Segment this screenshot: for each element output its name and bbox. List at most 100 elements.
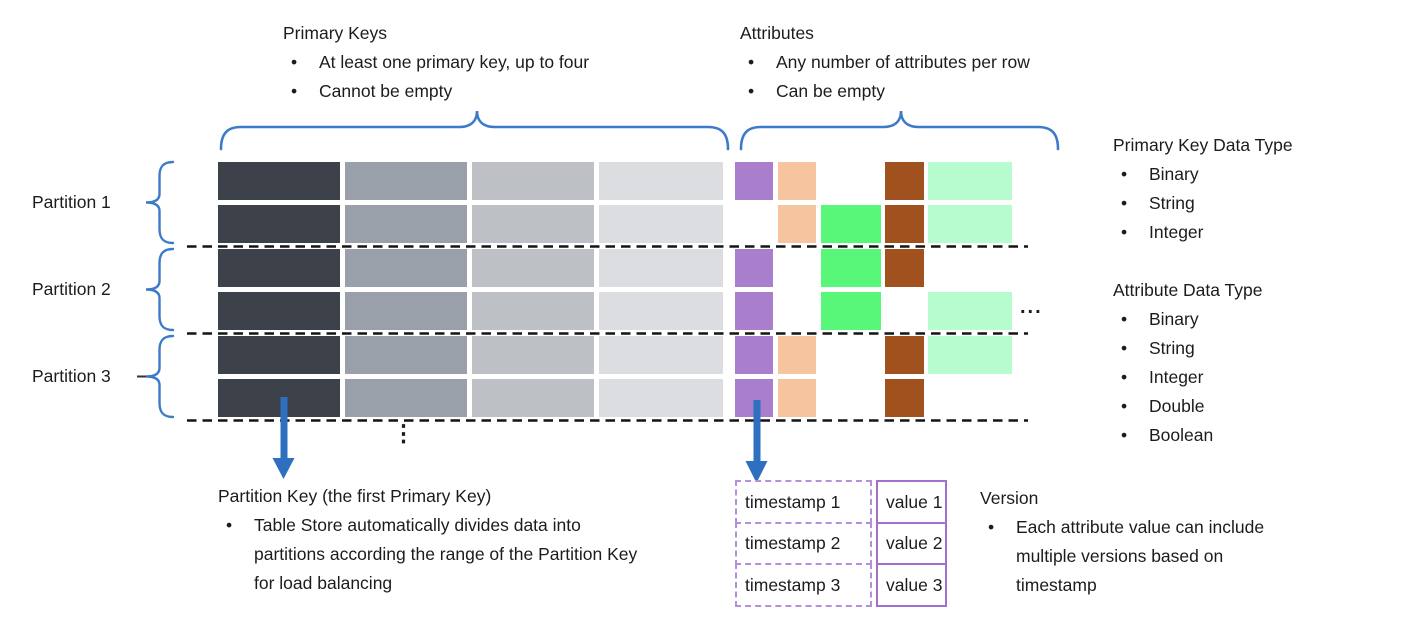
attribute-cell [885,379,924,417]
timestamp-cell: timestamp 1 [735,480,872,524]
bullet-icon: • [988,517,995,537]
partition-3-brace [145,334,175,419]
partition-3-label: Partition 3 [32,366,111,386]
primary-key-cell [472,379,594,417]
primary-key-cell [599,379,723,417]
primary-key-data-type-note: Primary Key Data Type • Binary • String … [1113,131,1293,247]
attribute-cell [928,336,1012,374]
attribute-cell [821,249,881,287]
primary-key-cell [345,249,467,287]
primary-key-cell [345,162,467,200]
timestamp-cell: timestamp 3 [735,563,872,607]
bullet-icon: • [1121,222,1128,242]
primary-key-cell [218,162,340,200]
primary-key-cell [218,292,340,330]
partition-1-brace [145,160,175,245]
value-cell: value 1 [876,480,947,524]
primary-keys-bullet-2: • Cannot be empty [283,77,589,106]
attribute-cell [735,162,773,200]
primary-keys-bullet-1: • At least one primary key, up to four [283,48,589,77]
version-table-row: timestamp 3 value 3 [735,563,947,607]
value-cell: value 3 [876,563,947,607]
primary-keys-brace [219,110,730,151]
bullet-icon: • [1121,338,1128,358]
primary-key-data-type-title: Primary Key Data Type [1113,135,1293,155]
primary-key-cell [472,292,594,330]
attributes-brace [739,110,1060,151]
bullet-icon: • [226,515,233,535]
version-table: timestamp 1 value 1 timestamp 2 value 2 … [735,480,947,607]
primary-keys-title: Primary Keys [283,23,388,43]
bullet-icon: • [291,81,298,101]
partition-2-label: Partition 2 [32,279,111,299]
more-columns-ellipsis: ... [1020,296,1043,318]
version-table-row: timestamp 2 value 2 [735,521,947,566]
attribute-cell [928,292,1012,330]
primary-key-cell [345,336,467,374]
bullet-icon: • [1121,164,1128,184]
partition-2-brace [145,247,175,332]
version-table-row: timestamp 1 value 1 [735,480,947,524]
attribute-cell [885,162,924,200]
primary-key-cell [218,336,340,374]
attr-type-integer: • Integer [1113,363,1263,392]
primary-key-cell [218,205,340,243]
primary-key-cell [345,379,467,417]
attr-type-binary: • Binary [1113,305,1263,334]
primary-key-cell [218,249,340,287]
primary-key-cell [472,162,594,200]
primary-key-cell [599,292,723,330]
value-cell: value 2 [876,521,947,566]
timestamp-cell: timestamp 2 [735,521,872,566]
partition-key-note: Partition Key (the first Primary Key) • … [218,482,654,598]
attribute-cell [778,162,816,200]
partition-1-label: Partition 1 [32,192,111,212]
bullet-icon: • [1121,367,1128,387]
attribute-cell [778,336,816,374]
attr-type-boolean: • Boolean [1113,421,1263,450]
attributes-bullet-2: • Can be empty [740,77,1030,106]
primary-key-cell [472,336,594,374]
primary-key-cell [599,249,723,287]
attr-type-double: • Double [1113,392,1263,421]
attribute-cell [928,162,1012,200]
primary-key-cell [218,379,340,417]
bullet-icon: • [1121,425,1128,445]
attr-type-string: • String [1113,334,1263,363]
bullet-icon: • [748,81,755,101]
version-note: Version • Each attribute value can inclu… [980,484,1296,600]
version-bullet: • Each attribute value can include multi… [980,513,1296,600]
attribute-data-type-title: Attribute Data Type [1113,280,1263,300]
attribute-cell [885,249,924,287]
primary-key-cell [599,205,723,243]
primary-key-cell [345,292,467,330]
attribute-cell [821,292,881,330]
primary-key-cell [599,336,723,374]
version-title: Version [980,488,1039,508]
primary-key-cell [472,205,594,243]
attributes-bullet-1: • Any number of attributes per row [740,48,1030,77]
primary-key-cell [472,249,594,287]
partition-key-bullet: • Table Store automatically divides data… [218,511,654,598]
attributes-note: Attributes • Any number of attributes pe… [740,19,1030,106]
attribute-cell [778,205,816,243]
attribute-data-type-note: Attribute Data Type • Binary • String • … [1113,276,1263,450]
pk-type-binary: • Binary [1113,160,1293,189]
attribute-cell [735,249,773,287]
partition-key-title: Partition Key (the first Primary Key) [218,486,492,506]
pk-type-integer: • Integer [1113,218,1293,247]
pk-type-string: • String [1113,189,1293,218]
attribute-cell [735,292,773,330]
attribute-cell [778,379,816,417]
attribute-cell [928,205,1012,243]
version-arrow-icon [745,400,768,483]
primary-key-cell [345,205,467,243]
bullet-icon: • [291,52,298,72]
more-rows-ellipsis: ⋮ [392,420,415,446]
partition-key-arrow-icon [272,397,295,479]
primary-keys-note: Primary Keys • At least one primary key,… [283,19,589,106]
attribute-cell [885,205,924,243]
bullet-icon: • [748,52,755,72]
attribute-cell [885,336,924,374]
